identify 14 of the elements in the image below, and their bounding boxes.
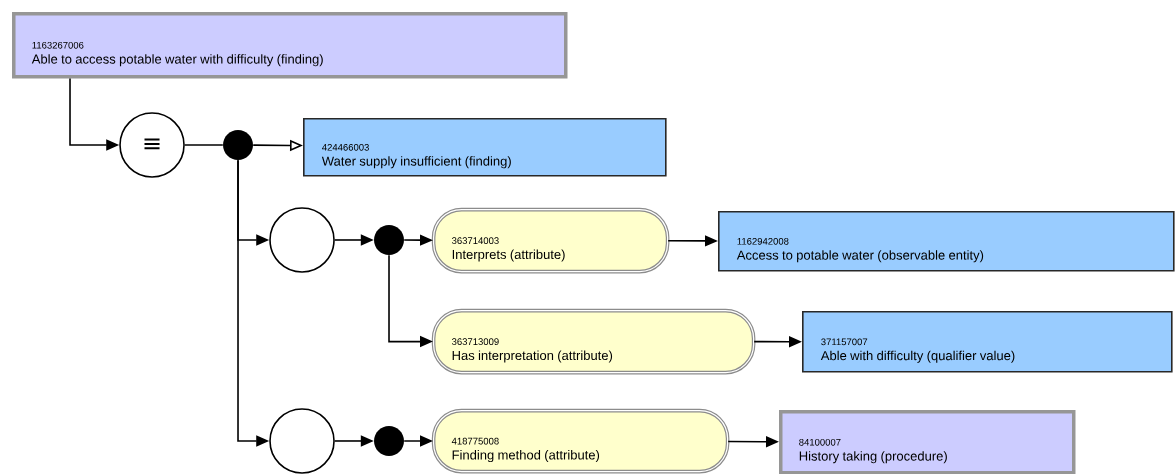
group-circle [269,207,335,273]
attribute-box: 363714003 Interprets (attribute) [431,207,670,274]
junction-dot [223,130,253,160]
concept-box: 1162942008 Access to potable water (observable entity) [718,211,1175,272]
concept-box: 84100007 History taking (procedure) [779,410,1076,474]
connector [184,144,224,146]
junction-dot [374,225,404,255]
concept-box: 1163267006 Able to access potable water with difficulty (finding) [12,12,568,79]
concept-box: 424466003 Water supply insufficient (finding) [303,118,667,177]
attribute-box: 363713009 Has interpretation (attribute) [431,308,756,375]
concept-box: 371157007 Able with difficulty (qualifier value) [802,311,1173,373]
junction-dot [374,426,404,456]
attribute-box: 418775008 Finding method (attribute) [431,408,730,474]
group-circle [269,408,335,474]
